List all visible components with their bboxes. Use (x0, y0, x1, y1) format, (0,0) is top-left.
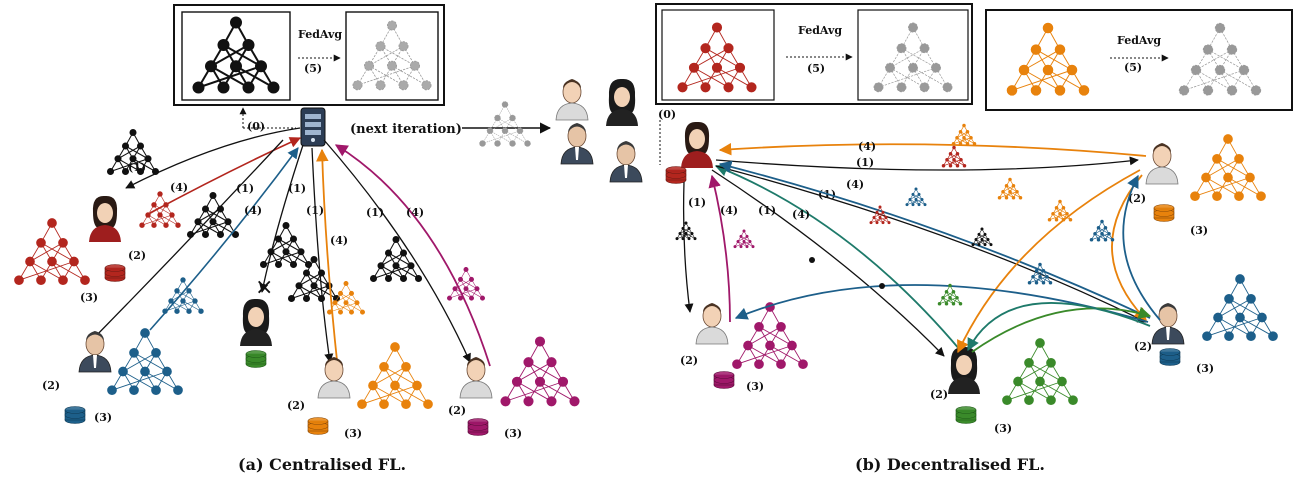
server-icon (300, 107, 326, 147)
database-orange (307, 417, 329, 435)
caption-centralised: (a) Centralised FL. (238, 455, 407, 474)
database-node-c (955, 406, 977, 424)
database-node-d (1153, 204, 1175, 222)
step3-label-c1: (3) (80, 291, 98, 304)
step5-label-b1: (5) (807, 62, 825, 75)
step2-label-b-node-e: (2) (1134, 340, 1152, 353)
avatar-next-4 (609, 140, 643, 183)
avatar-next-1 (555, 78, 589, 121)
fedavg-label-b1: FedAvg (798, 24, 842, 37)
network-upload-orange (327, 281, 365, 315)
network-local-red (14, 218, 90, 286)
network-local-orange (357, 342, 433, 410)
avatar-node-a (681, 121, 713, 168)
database-blue (64, 406, 86, 424)
step5-label-b2: (5) (1124, 61, 1142, 74)
avatar-node-d (1145, 142, 1179, 185)
network-node-c (1002, 338, 1078, 406)
avatar-client-5 (459, 356, 493, 399)
network-local-magenta (500, 336, 580, 407)
database-node-e (1159, 348, 1181, 366)
step4-label-c4: (4) (330, 234, 348, 247)
step2-label-c2: (2) (42, 379, 60, 392)
database-red (104, 264, 126, 282)
fedavg-label-a: FedAvg (298, 28, 342, 41)
avatar-client-2 (78, 330, 112, 373)
network-node-d (1190, 134, 1266, 202)
step4-label-b3: (4) (858, 140, 876, 153)
panel-centralised: FedAvg (5) (0) (next iteration) (1) (4) (14, 4, 643, 440)
step1-label-b3: (1) (856, 156, 874, 169)
avatar-node-b (695, 302, 729, 345)
step1-label-c2: (1) (236, 182, 254, 195)
avatar-client-3 (240, 298, 272, 346)
network-next-grey (479, 101, 531, 147)
step1-label-b2: (1) (758, 204, 776, 217)
next-iteration-label: (next iteration) (350, 122, 462, 137)
network-upload-magenta (447, 267, 485, 301)
avatar-next-2 (606, 78, 638, 126)
step1-label-c4: (1) (306, 204, 324, 217)
step3-label-c4: (3) (344, 427, 362, 440)
step4-label-b2: (4) (792, 208, 810, 221)
network-local-blue (107, 328, 183, 396)
fedavg-box-b2 (985, 9, 1293, 111)
step2-label-b-node-d: (2) (1128, 192, 1146, 205)
step3-label-b-node-d: (3) (1190, 224, 1208, 237)
step4-label-c2: (4) (244, 204, 262, 217)
network-node-e (1202, 274, 1278, 342)
network-global-3 (259, 221, 313, 269)
step2-label-c4: (2) (287, 399, 305, 412)
database-node-a (665, 166, 687, 184)
step3-label-c2: (3) (94, 411, 112, 424)
step1-label-c1: (1) (128, 161, 146, 174)
avatar-next-3 (560, 122, 594, 165)
step0-label-a: (0) (247, 120, 265, 133)
step4-label-c5: (4) (406, 206, 424, 219)
database-magenta (467, 418, 489, 436)
step0-label-b: (0) (658, 108, 676, 121)
step1-label-c5: (1) (366, 206, 384, 219)
step4-label-c1: (4) (170, 181, 188, 194)
fedavg-label-b2: FedAvg (1117, 34, 1161, 47)
step2-label-c1: (2) (128, 249, 146, 262)
step3-label-b-node-c: (3) (994, 422, 1012, 435)
network-node-b (732, 302, 808, 370)
panel-decentralised: FedAvg (5) FedAvg (5) (0) (2) (3) (655, 3, 1293, 435)
network-upload-red (139, 191, 181, 228)
database-node-b (713, 371, 735, 389)
database-green (245, 350, 267, 368)
step4-label-b4: (4) (846, 178, 864, 191)
avatar-node-c (948, 346, 980, 394)
step1-label-b1: (1) (688, 196, 706, 209)
step5-label-a: (5) (304, 62, 322, 75)
step2-label-b-node-c: (2) (930, 388, 948, 401)
step3-label-c5: (3) (504, 427, 522, 440)
caption-decentralised: (b) Decentralised FL. (855, 455, 1045, 474)
step1-label-c3: (1) (288, 182, 306, 195)
dropout-cross-icon: × (255, 275, 273, 300)
avatar-client-4 (317, 356, 351, 399)
step2-label-b-node-b: (2) (680, 354, 698, 367)
step3-label-b-node-e: (3) (1196, 362, 1214, 375)
step4-label-b1: (4) (720, 204, 738, 217)
avatar-client-1 (89, 195, 121, 242)
step2-label-c5: (2) (448, 404, 466, 417)
step3-label-b-node-b: (3) (746, 380, 764, 393)
avatar-node-e (1151, 302, 1185, 345)
